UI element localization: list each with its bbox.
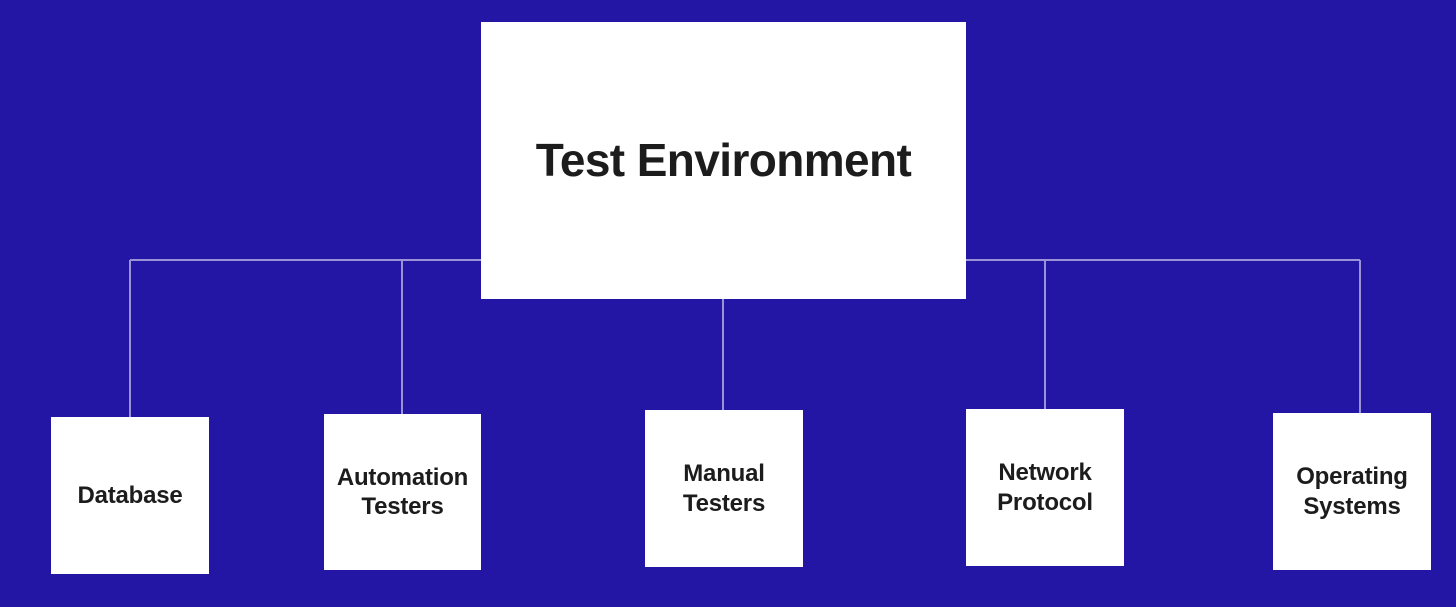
node-automation-testers-label: Automation Testers	[336, 463, 469, 520]
node-operating-systems[interactable]: Operating Systems	[1273, 413, 1431, 570]
node-database[interactable]: Database	[51, 417, 209, 574]
node-database-label: Database	[77, 481, 183, 509]
node-manual-testers-label: Manual Testers	[682, 460, 766, 517]
node-network-protocol[interactable]: Network Protocol	[966, 409, 1124, 566]
node-operating-systems-label: Operating Systems	[1296, 463, 1408, 520]
node-root-label: Test Environment	[535, 134, 912, 187]
node-manual-testers[interactable]: Manual Testers	[645, 410, 803, 567]
node-automation-testers[interactable]: Automation Testers	[324, 414, 481, 570]
node-root-test-environment[interactable]: Test Environment	[481, 22, 966, 299]
node-network-protocol-label: Network Protocol	[997, 459, 1093, 516]
